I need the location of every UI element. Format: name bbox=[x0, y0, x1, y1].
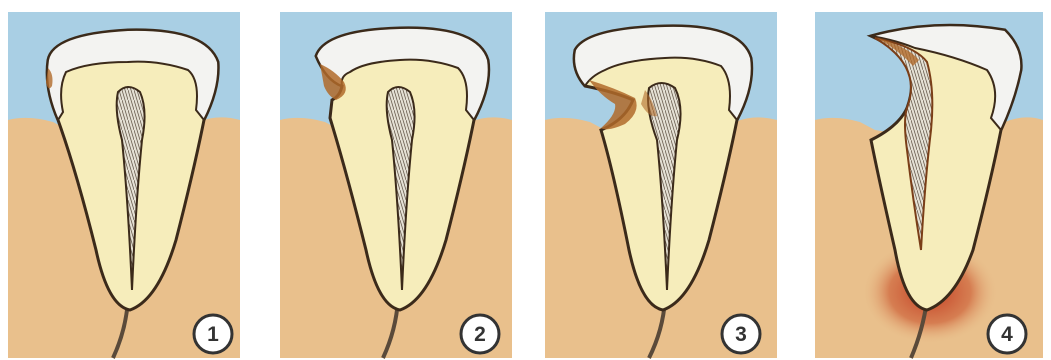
panel-1: 1 bbox=[8, 12, 240, 358]
stage-label: 1 bbox=[207, 323, 219, 346]
panel-4: 4 bbox=[815, 12, 1043, 358]
panel-2: 2 bbox=[280, 12, 512, 358]
stage-label: 2 bbox=[474, 323, 486, 346]
stage-label: 3 bbox=[735, 323, 747, 346]
stage-label: 4 bbox=[1001, 323, 1013, 346]
panel-3: 3 bbox=[545, 12, 777, 358]
